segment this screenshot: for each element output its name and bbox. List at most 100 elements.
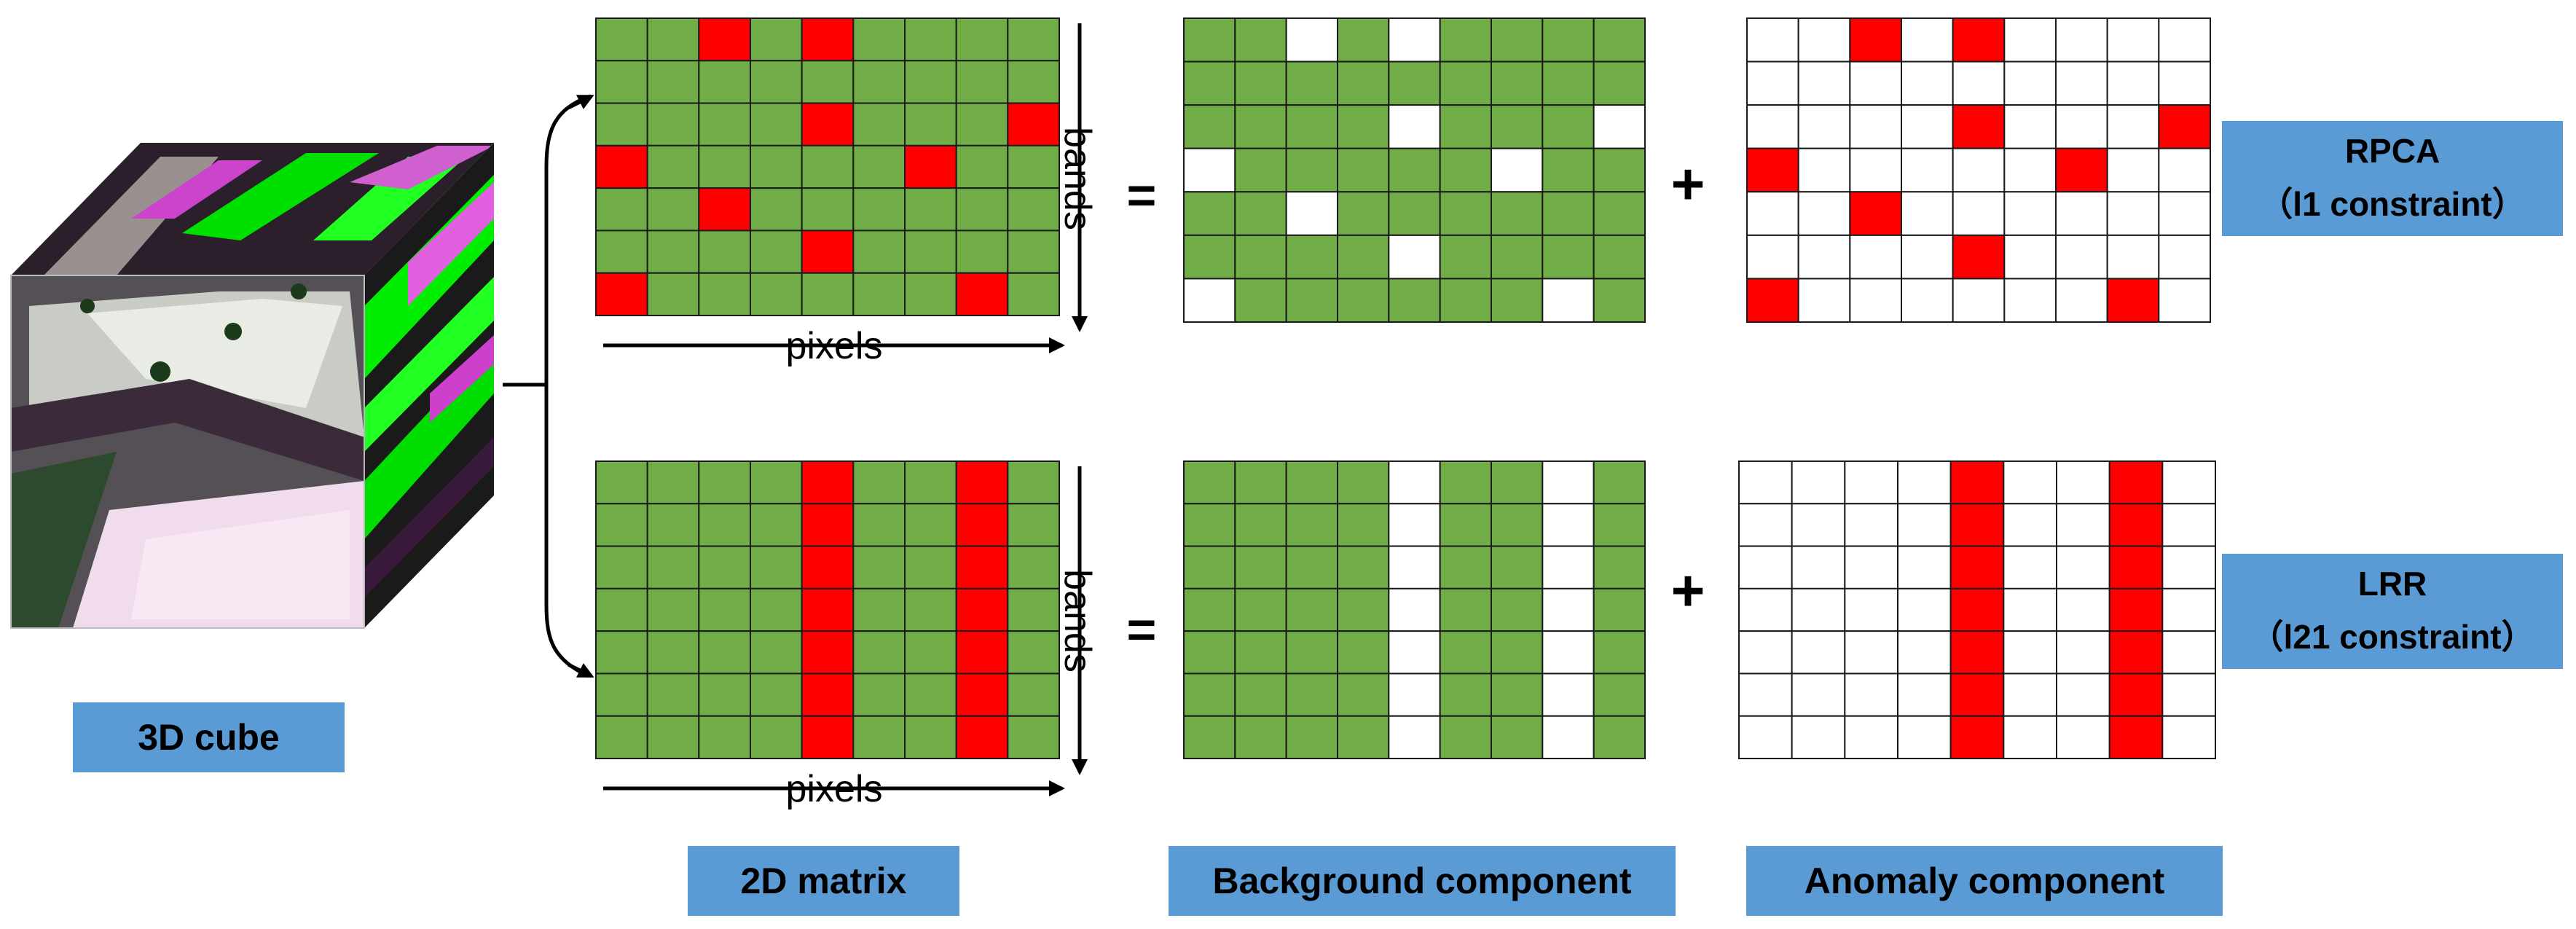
rpca-matrix-cell	[750, 144, 803, 189]
rpca-anomaly-cell	[1849, 60, 1903, 106]
lrr-matrix-cell	[646, 673, 700, 717]
rpca-anomaly-cell	[2106, 17, 2160, 63]
lrr-matrix-cell	[904, 503, 957, 547]
lrr-background-cell	[1593, 673, 1646, 717]
lrr-background-cell	[1593, 630, 1646, 675]
rpca-background-cell	[1285, 234, 1339, 280]
lrr-anomaly-cell	[1738, 503, 1793, 547]
lrr-matrix-cell	[646, 460, 700, 505]
rpca-matrix-cell	[801, 102, 855, 146]
rpca-background-cell	[1285, 60, 1339, 106]
rpca-matrix-cell	[904, 187, 957, 232]
rpca-anomaly-cell	[2003, 191, 2057, 236]
lrr-anomaly-cell	[2108, 545, 2164, 589]
lrr-anomaly-cell	[1949, 673, 2005, 717]
lrr-matrix-cell	[1007, 503, 1060, 547]
lrr-matrix-cell	[698, 630, 752, 675]
rpca-background-cell	[1439, 104, 1493, 149]
rpca-background-cell	[1183, 234, 1236, 280]
rpca-background-cell	[1234, 191, 1287, 236]
lrr-anomaly-cell	[2056, 630, 2110, 675]
rpca-matrix-cell	[646, 272, 700, 316]
lrr-background-cell	[1542, 545, 1595, 589]
lrr-anomaly-cell	[1897, 587, 1952, 632]
lrr-background-cell	[1183, 503, 1236, 547]
lrr-matrix-cell	[801, 587, 855, 632]
rpca-background-cell	[1337, 17, 1390, 63]
lrr-anomaly-cell	[2003, 460, 2058, 505]
lrr-anomaly-cell	[2108, 630, 2164, 675]
rpca-background-cell	[1337, 147, 1390, 193]
lrr-background-cell	[1337, 460, 1390, 505]
rpca-anomaly-cell	[2158, 104, 2212, 149]
lrr-matrix-cell	[904, 587, 957, 632]
rpca-matrix-cell	[955, 272, 1009, 316]
rpca-background-cell	[1593, 104, 1646, 149]
rpca-matrix-cell	[646, 144, 700, 189]
lrr-anomaly-cell	[2108, 587, 2164, 632]
rpca-background-cell	[1337, 104, 1390, 149]
pixels-label-bottom: pixels	[786, 768, 883, 810]
lrr-matrix-cell	[955, 673, 1009, 717]
rpca-anomaly-cell	[2055, 278, 2108, 323]
rpca-anomaly-cell	[1901, 147, 1954, 193]
lrr-background-cell	[1439, 673, 1493, 717]
lrr-anomaly-cell	[2108, 673, 2164, 717]
rpca-matrix-cell	[955, 187, 1009, 232]
rpca-background-cell	[1234, 147, 1287, 193]
lrr-background-cell	[1285, 503, 1339, 547]
rpca-anomaly-cell	[1849, 191, 1903, 236]
lrr-matrix-cell	[904, 715, 957, 760]
rpca-matrix-cell	[750, 272, 803, 316]
lrr-background-cell	[1388, 673, 1441, 717]
rpca-background-cell	[1183, 104, 1236, 149]
lrr-anomaly-cell	[1844, 503, 1899, 547]
rpca-background-matrix	[1183, 17, 1646, 323]
rpca-matrix-cell	[750, 230, 803, 274]
lrr-background-cell	[1593, 587, 1646, 632]
plus-sign-bottom: +	[1671, 558, 1705, 623]
lrr-background-cell	[1234, 503, 1287, 547]
lrr-anomaly-cell	[2056, 545, 2110, 589]
lrr-anomaly-matrix	[1738, 460, 2217, 760]
rpca-anomaly-cell	[2106, 104, 2160, 149]
rpca-anomaly-cell	[1849, 147, 1903, 193]
lrr-matrix-cell	[698, 673, 752, 717]
rpca-anomaly-cell	[1746, 234, 1799, 280]
rpca-anomaly-cell	[1901, 191, 1954, 236]
rpca-background-cell	[1593, 60, 1646, 106]
rpca-matrix-cell	[698, 17, 752, 62]
lrr-background-cell	[1285, 587, 1339, 632]
rpca-anomaly-cell	[1797, 104, 1851, 149]
rpca-background-cell	[1593, 278, 1646, 323]
rpca-background-cell	[1439, 60, 1493, 106]
lrr-matrix-cell	[852, 715, 906, 760]
rpca-matrix-cell	[801, 60, 855, 104]
rpca-background-cell	[1234, 104, 1287, 149]
lrr-anomaly-cell	[1791, 460, 1846, 505]
lrr-anomaly-cell	[2161, 587, 2217, 632]
lrr-matrix-cell	[595, 545, 648, 589]
rpca-background-cell	[1234, 60, 1287, 106]
plus-sign-top: +	[1671, 152, 1705, 216]
lrr-anomaly-cell	[1897, 630, 1952, 675]
lrr-matrix-cell	[750, 503, 803, 547]
lrr-matrix-cell	[801, 715, 855, 760]
rpca-matrix-cell	[1007, 60, 1060, 104]
lrr-matrix-cell	[750, 545, 803, 589]
matrix-label-text: 2D matrix	[740, 861, 907, 901]
lrr-background-cell	[1542, 587, 1595, 632]
rpca-anomaly-cell	[1952, 17, 2006, 63]
rpca-constraint: （l1 constraint）	[2259, 185, 2526, 223]
rpca-matrix-cell	[750, 17, 803, 62]
rpca-matrix-cell	[955, 230, 1009, 274]
lrr-matrix-cell	[646, 587, 700, 632]
rpca-anomaly-cell	[2158, 17, 2212, 63]
rpca-anomaly-cell	[1901, 60, 1954, 106]
lrr-matrix-cell	[852, 630, 906, 675]
lrr-background-cell	[1542, 630, 1595, 675]
lrr-background-matrix	[1183, 460, 1646, 760]
rpca-background-cell	[1183, 191, 1236, 236]
lrr-background-cell	[1542, 503, 1595, 547]
rpca-matrix-cell	[698, 102, 752, 146]
